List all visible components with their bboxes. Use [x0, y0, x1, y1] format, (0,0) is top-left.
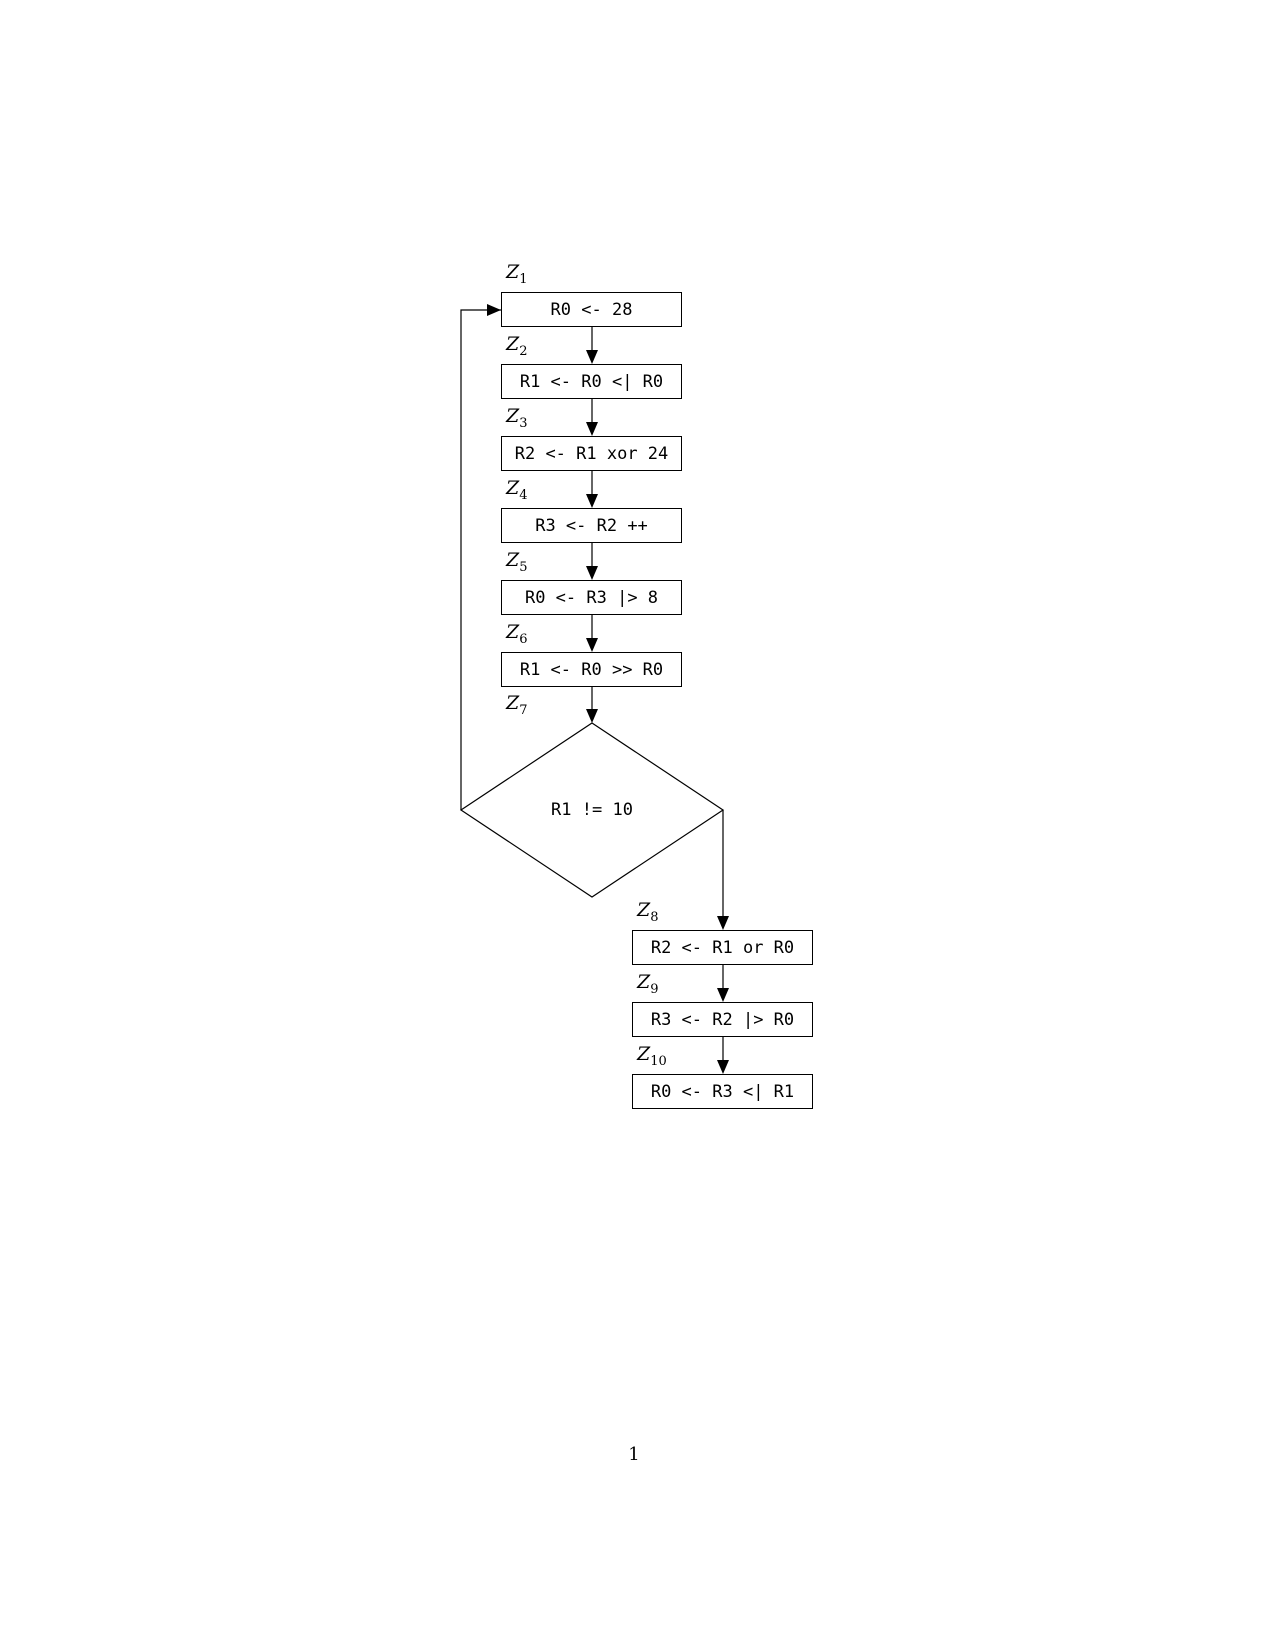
node-z2-process: R1 <- R0 <| R0 — [501, 364, 682, 399]
node-text: R3 <- R2 ++ — [535, 515, 648, 536]
label-base: Z — [506, 549, 520, 571]
label-subscript: 7 — [519, 702, 528, 718]
node-z4-process: R3 <- R2 ++ — [501, 508, 682, 543]
arrowhead-into-z9 — [717, 988, 729, 1002]
arrowhead-into-z2 — [586, 350, 598, 364]
node-z10-process: R0 <- R3 <| R1 — [632, 1074, 813, 1109]
arrowhead-into-z3 — [586, 422, 598, 436]
label-subscript: 10 — [650, 1053, 667, 1069]
label-subscript: 6 — [519, 631, 528, 647]
label-subscript: 5 — [519, 559, 528, 575]
node-text: R0 <- R3 |> 8 — [524, 587, 659, 608]
label-base: Z — [506, 333, 520, 355]
label-base: Z — [506, 405, 520, 427]
label-base: Z — [637, 899, 651, 921]
arrowhead-into-z5 — [586, 566, 598, 580]
arrowhead-into-z4 — [586, 494, 598, 508]
label-base: Z — [506, 477, 520, 499]
label-subscript: 9 — [650, 981, 659, 997]
node-label-z4: Z4 — [506, 477, 527, 502]
node-z1-process: R0 <- 28 — [501, 292, 682, 327]
node-text: R0 <- 28 — [550, 299, 633, 320]
node-z5-process: R0 <- R3 |> 8 — [501, 580, 682, 615]
node-z6-process: R1 <- R0 >> R0 — [501, 652, 682, 687]
label-base: Z — [506, 261, 520, 283]
node-text: R2 <- R1 xor 24 — [514, 443, 669, 464]
arrowhead-into-z10 — [717, 1060, 729, 1074]
node-z9-process: R3 <- R2 |> R0 — [632, 1002, 813, 1037]
decision-diamond-shape — [459, 722, 725, 898]
node-label-z1: Z1 — [506, 261, 527, 286]
arrowhead-into-z7 — [586, 709, 598, 723]
page-number: 1 — [628, 1444, 640, 1465]
label-base: Z — [506, 621, 520, 643]
node-label-z2: Z2 — [506, 333, 527, 358]
node-label-z9: Z9 — [637, 971, 658, 996]
label-subscript: 2 — [519, 343, 528, 359]
node-z7-decision-text: R1 != 10 — [502, 798, 682, 822]
node-text: R3 <- R2 |> R0 — [650, 1009, 795, 1030]
label-subscript: 1 — [519, 271, 528, 287]
label-base: Z — [637, 971, 651, 993]
node-text: R1 <- R0 >> R0 — [519, 659, 664, 680]
label-subscript: 8 — [650, 909, 659, 925]
arrowhead-into-z6 — [586, 638, 598, 652]
arrowhead-into-z1 — [487, 304, 501, 316]
node-label-z10: Z10 — [637, 1043, 667, 1068]
node-label-z6: Z6 — [506, 621, 527, 646]
node-label-z7: Z7 — [506, 692, 527, 717]
label-base: Z — [637, 1043, 651, 1065]
node-text: R1 <- R0 <| R0 — [519, 371, 664, 392]
node-z8-process: R2 <- R1 or R0 — [632, 930, 813, 965]
node-text: R1 != 10 — [551, 800, 633, 820]
arrowhead-into-z8 — [717, 916, 729, 930]
label-subscript: 3 — [519, 415, 528, 431]
node-label-z5: Z5 — [506, 549, 527, 574]
node-label-z8: Z8 — [637, 899, 658, 924]
label-base: Z — [506, 692, 520, 714]
edge-loop-z7-z1 — [460, 309, 501, 810]
node-z3-process: R2 <- R1 xor 24 — [501, 436, 682, 471]
node-text: R2 <- R1 or R0 — [650, 937, 795, 958]
label-subscript: 4 — [519, 487, 528, 503]
node-text: R0 <- R3 <| R1 — [650, 1081, 795, 1102]
node-label-z3: Z3 — [506, 405, 527, 430]
